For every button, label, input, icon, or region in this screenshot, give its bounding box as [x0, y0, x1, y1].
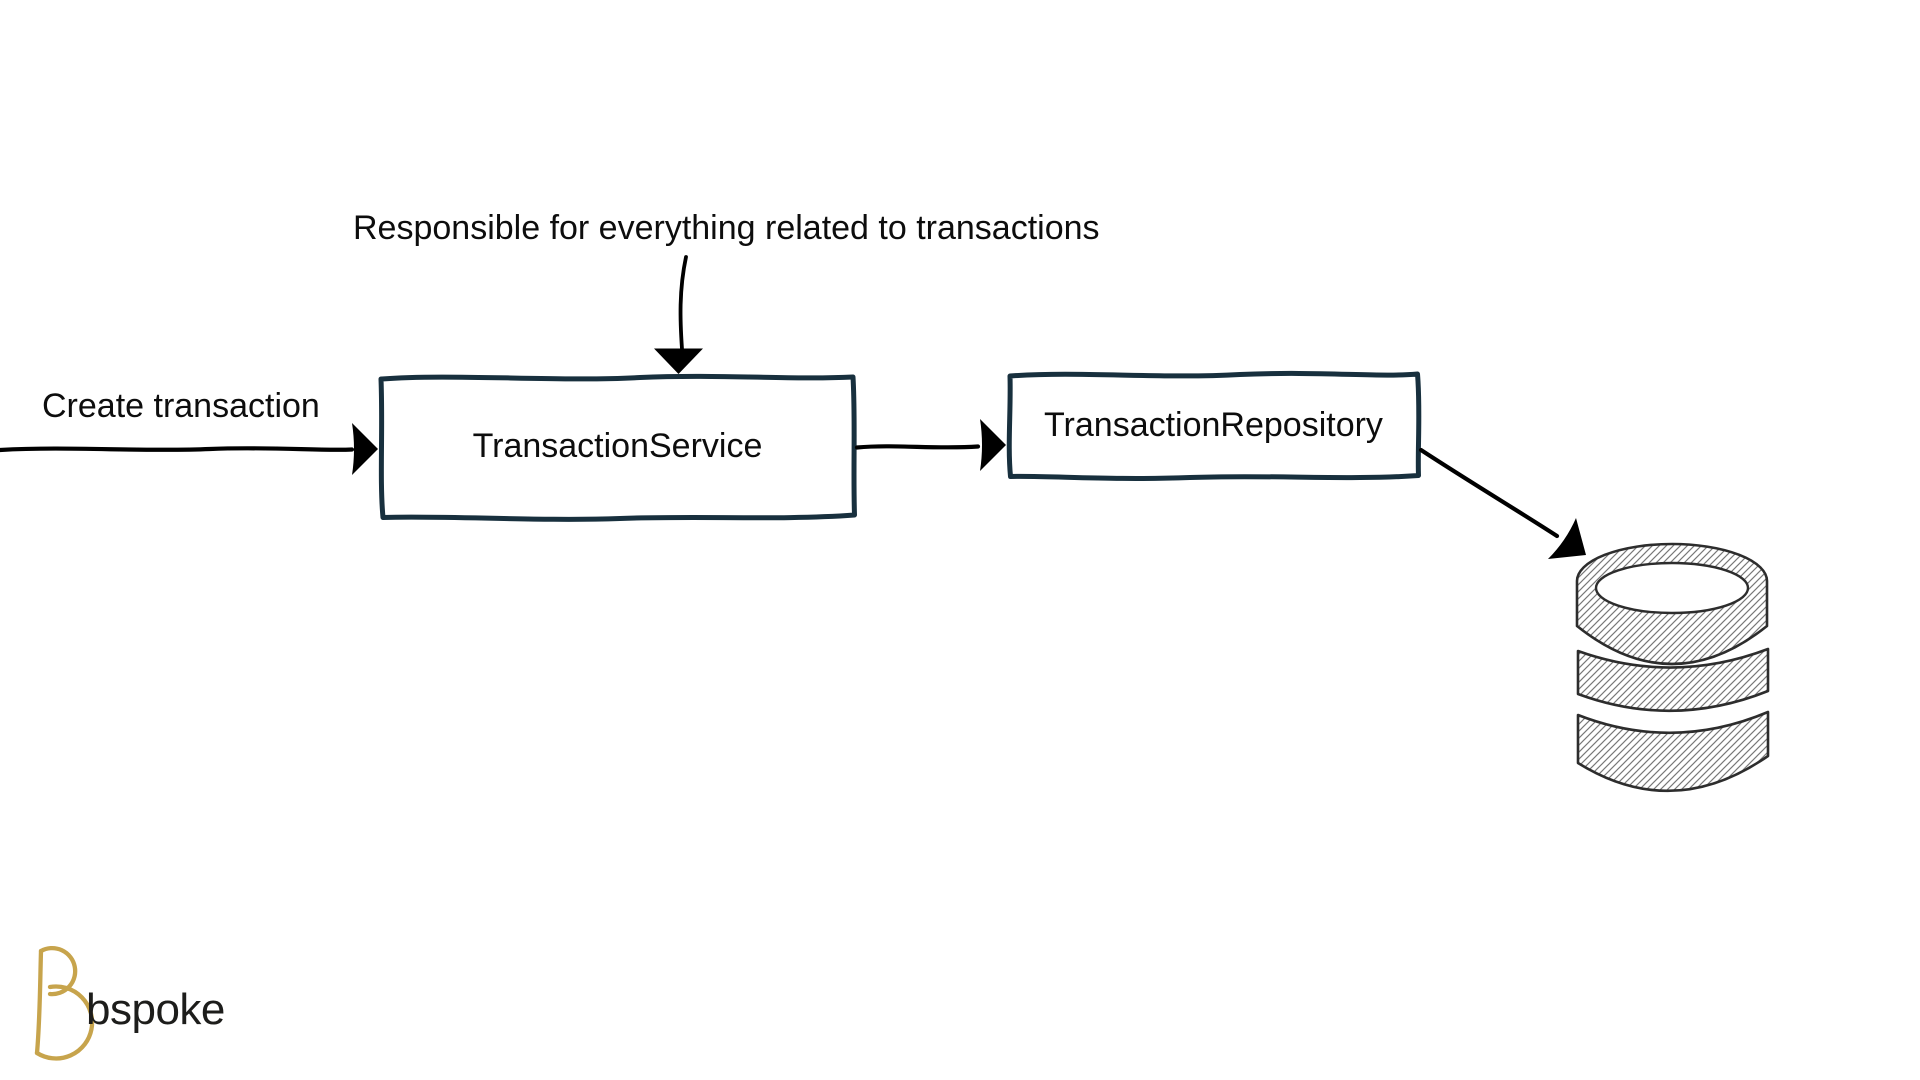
annotation-arrow: [654, 255, 703, 374]
annotation-label: Responsible for everything related to tr…: [353, 209, 1100, 247]
service-to-repository-arrowhead: [980, 419, 1006, 471]
create-transaction-arrow: [0, 423, 378, 475]
service-to-repository-arrow-line: [854, 444, 981, 450]
repository-to-database-arrow: [1418, 447, 1586, 559]
database-opening: [1594, 561, 1750, 615]
logo-big-arc: [34, 984, 95, 1061]
repository-to-database-arrowhead: [1548, 518, 1586, 559]
transaction-repository-box: [1006, 370, 1422, 481]
annotation-arrow-line: [678, 255, 688, 351]
transaction-repository-label: TransactionRepository: [1044, 406, 1383, 444]
bspoke-logo-icon: [34, 945, 95, 1061]
database-bottom-band: [1576, 710, 1770, 793]
create-transaction-arrow-line: [0, 446, 355, 453]
logo-small-arc: [38, 945, 78, 997]
create-transaction-label: Create transaction: [42, 387, 320, 425]
transaction-service-box: [378, 373, 857, 522]
bspoke-logo-text: bspoke: [86, 985, 225, 1034]
database-middle-band: [1576, 647, 1770, 713]
repository-to-database-arrow-line: [1418, 447, 1560, 539]
service-to-repository-arrow: [854, 419, 1006, 471]
database-icon: [1575, 542, 1770, 793]
annotation-arrowhead: [654, 348, 703, 374]
transaction-service-label: TransactionService: [472, 427, 763, 465]
logo-stem: [34, 948, 44, 1056]
create-transaction-arrowhead: [352, 423, 378, 475]
